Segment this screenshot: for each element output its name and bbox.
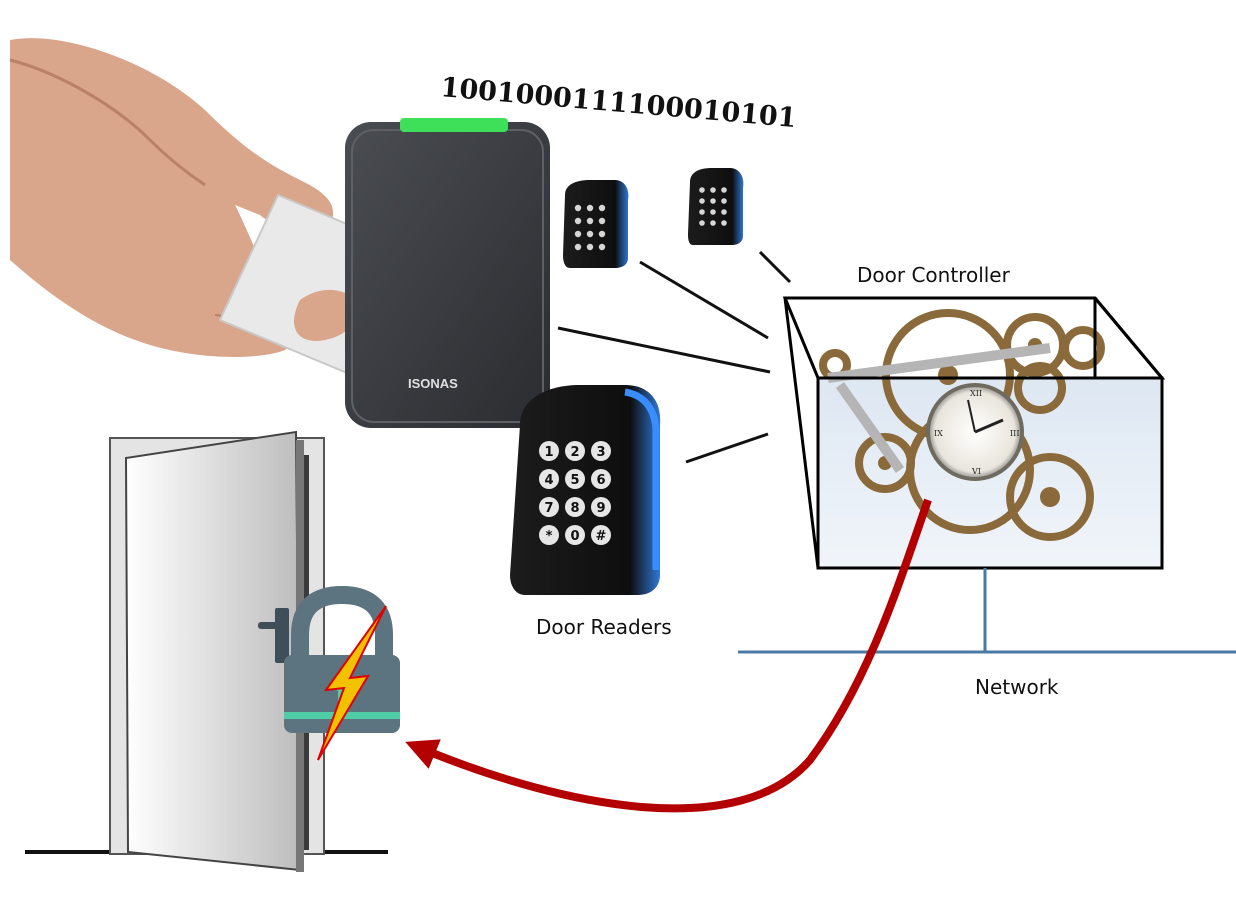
thumb-over-card <box>294 289 357 341</box>
large-keypad-reader: 1 2 3 4 5 6 7 8 9 * 0 # <box>510 385 661 595</box>
keypad-key-label: * <box>546 529 553 544</box>
keypad-key-label: # <box>596 529 607 544</box>
keypad-key: 9 <box>591 497 611 517</box>
svg-text:III: III <box>1010 429 1019 438</box>
signal-arrow <box>405 498 932 813</box>
svg-text:IX: IX <box>934 429 943 438</box>
keypad-key: 5 <box>565 469 585 489</box>
reader-status-led <box>400 118 508 132</box>
door-readers-label: Door Readers <box>536 615 672 639</box>
door <box>25 430 388 872</box>
door-panel <box>124 430 302 872</box>
wire-small-reader-2 <box>758 250 792 284</box>
keypad-key: 6 <box>591 469 611 489</box>
keypad-key: 2 <box>565 441 585 461</box>
wire-large-keypad <box>685 432 769 464</box>
small-keypad-reader-2 <box>688 168 744 245</box>
keypad-key: 8 <box>565 497 585 517</box>
reader-wires <box>557 250 792 464</box>
svg-text:XII: XII <box>970 389 982 398</box>
keypad-key: 0 <box>565 525 585 545</box>
wire-small-reader-1 <box>639 260 769 340</box>
door-handle-plate <box>275 608 289 663</box>
keypad-keys: 1 2 3 4 5 6 7 8 9 * 0 # <box>539 441 611 545</box>
keypad-key: 3 <box>591 441 611 461</box>
keypad-key-label: 2 <box>570 445 579 460</box>
network: Network <box>738 568 1236 699</box>
keypad-key: 1 <box>539 441 559 461</box>
keypad-key-label: 7 <box>544 501 553 516</box>
clock-icon: XII III VI IX <box>926 383 1024 481</box>
wire-proximity-reader <box>557 326 771 374</box>
network-label: Network <box>975 675 1059 699</box>
keypad-key-label: 0 <box>570 529 579 544</box>
keypad-key-label: 1 <box>544 445 553 460</box>
keypad-key: 4 <box>539 469 559 489</box>
door-handle <box>258 622 282 629</box>
lightning-bolt-icon <box>317 605 387 761</box>
door-controller-label: Door Controller <box>857 263 1011 287</box>
keypad-key: # <box>591 525 611 545</box>
door-controller: XII III VI IX Door Controller <box>782 263 1166 570</box>
keypad-key-label: 6 <box>596 473 605 488</box>
svg-text:VI: VI <box>971 467 981 476</box>
keypad-key-label: 5 <box>570 473 579 488</box>
keypad-key-label: 3 <box>596 445 605 460</box>
keypad-key: 7 <box>539 497 559 517</box>
keypad-key: * <box>539 525 559 545</box>
keypad-key-label: 8 <box>570 501 579 516</box>
small-keypad-reader-1 <box>563 180 629 268</box>
keypad-key-label: 4 <box>544 473 553 488</box>
keypad-key-label: 9 <box>596 501 605 516</box>
reader-brand-label: ISONAS <box>408 376 458 391</box>
proximity-reader: ISONAS <box>345 118 550 428</box>
